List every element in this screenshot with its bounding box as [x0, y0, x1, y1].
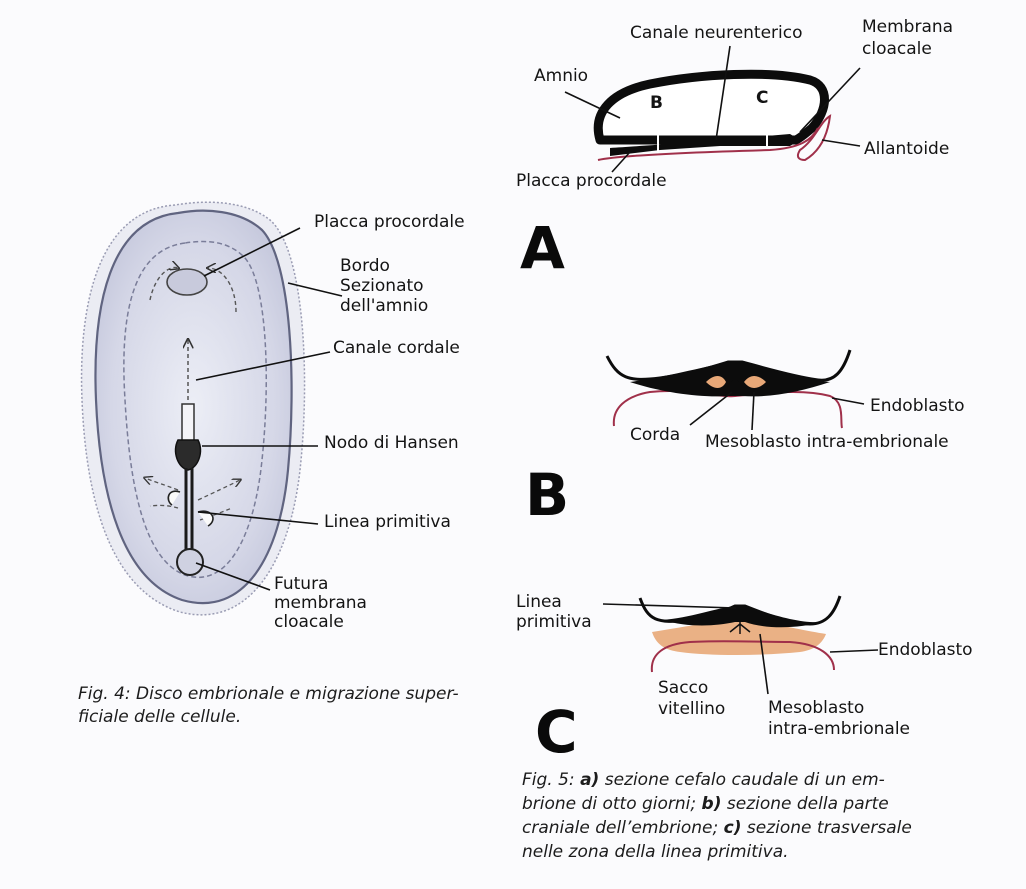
label-canale-neurenterico: Canale neurenterico: [630, 23, 803, 43]
embryonic-plate-band: [610, 134, 800, 156]
mark-c: C: [756, 88, 769, 108]
figure-letter-c: C: [535, 698, 578, 766]
figure-letter-b: B: [525, 461, 570, 529]
prechordal-plate: [166, 268, 208, 296]
mesoderm-c: [652, 620, 826, 655]
fig5-caption-b: b): [701, 794, 722, 814]
figure-letter-a: A: [520, 214, 565, 282]
figC-leader-lines: [602, 603, 879, 695]
primitive-groove-c: [662, 606, 822, 628]
fig5-caption-a: a): [580, 770, 600, 790]
hook-arrow-left: [167, 490, 181, 506]
embryonic-disc-figure: [80, 201, 343, 616]
fig5-caption-line3: craniale dell’embrione;: [522, 818, 724, 838]
lateral-arrow-1: [145, 478, 179, 491]
mesoderm-b-right: [744, 376, 766, 388]
mesoderm-b-left: [706, 376, 726, 388]
migration-arrow-left: [149, 267, 178, 301]
fig5-caption-line2: brione di otto giorni;: [522, 794, 702, 814]
primitive-streak: [184, 468, 194, 552]
label-sacco-vitellino: Sacco vitellino: [658, 678, 726, 719]
fig5-caption-prefix: Fig. 5:: [522, 770, 581, 790]
streak-arrows-c: [729, 622, 751, 634]
endoderm-c: [650, 640, 835, 673]
yolk-sac-edge: [597, 127, 819, 161]
fig4-caption: Fig. 4: Disco embrionale e migrazione su…: [78, 684, 459, 727]
label-amnio: Amnio: [534, 66, 589, 86]
hensen-node: [174, 439, 202, 471]
fig5-caption-c: c): [723, 818, 742, 838]
hook-arrow-right: [197, 510, 214, 527]
section-b-figure: [605, 349, 865, 431]
figA-leader-lines: [564, 45, 861, 173]
label-endoblasto-c: Endoblasto: [878, 640, 973, 660]
label-mesoblasto-b: Mesoblasto intra-embrionale: [705, 432, 949, 452]
fig5-caption-line1: sezione cefalo caudale di un em-: [599, 770, 885, 790]
fig5-caption-line4: nelle zona della linea primitiva.: [522, 842, 789, 862]
label-bordo-amnio: Bordo Sezionato dell'amnio: [340, 256, 429, 316]
figB-leader-lines: [689, 391, 865, 431]
section-a-figure: [564, 45, 861, 173]
label-linea-primitiva: Linea primitiva: [324, 512, 451, 532]
neural-plate-b: [630, 362, 830, 397]
label-canale-cordale: Canale cordale: [333, 338, 460, 358]
section-c-figure: [602, 595, 879, 695]
label-allantoide: Allantoide: [864, 139, 950, 159]
notochord-b: [729, 380, 741, 392]
label-linea-primitiva-c: Linea primitiva: [516, 592, 592, 632]
fig5-caption-line3-rest: sezione trasversale: [741, 818, 912, 838]
mark-b: B: [650, 93, 663, 113]
label-corda: Corda: [630, 425, 681, 445]
lateral-arrow-3: [149, 504, 179, 509]
fig4-leader-lines: [195, 227, 343, 591]
label-nodo-hansen: Nodo di Hansen: [324, 433, 459, 453]
label-futura-membrana: Futura membrana cloacale: [274, 574, 367, 632]
amnion-cavity: [593, 69, 829, 145]
label-endoblasto-b: Endoblasto: [870, 396, 965, 416]
endoderm-b: [612, 390, 843, 429]
label-placca-procordale: Placca procordale: [314, 212, 465, 232]
lateral-arrow-2: [197, 480, 240, 501]
notochord-rod: [181, 403, 195, 445]
label-placca-procordale-a: Placca procordale: [516, 171, 667, 191]
fig5-caption-line2-rest: sezione della parte: [721, 794, 889, 814]
cloacal-membrane-circle: [176, 548, 204, 576]
label-membrana-cloacale: Membrana cloacale: [862, 17, 954, 59]
fig5-caption: Fig. 5: a) sezione cefalo caudale di un …: [522, 768, 912, 864]
label-mesoblasto-c: Mesoblasto intra-embrionale: [768, 698, 911, 739]
